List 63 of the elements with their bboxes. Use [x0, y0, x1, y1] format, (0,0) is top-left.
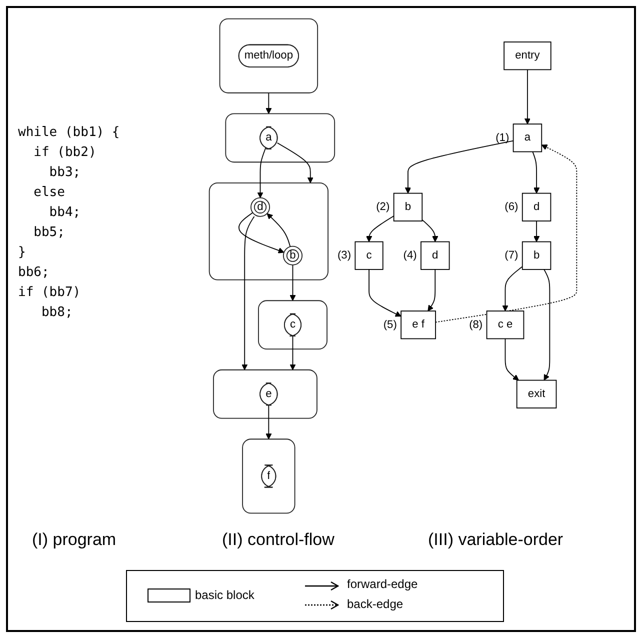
block-number: (2)	[376, 201, 390, 214]
block-number: (1)	[496, 132, 510, 144]
arrow	[266, 213, 291, 248]
legend-text: basic block	[195, 588, 254, 602]
node-box: entry	[504, 42, 552, 70]
code-line: bb8;	[40, 304, 73, 322]
node-circle: b	[282, 246, 302, 266]
legend-text: forward-edge	[347, 577, 418, 591]
arrow	[504, 338, 519, 381]
code-line: bb6;	[18, 264, 50, 282]
cluster	[213, 369, 318, 419]
arrow	[368, 269, 402, 317]
arrow	[238, 212, 284, 254]
block-number: (5)	[383, 318, 397, 331]
arrow	[435, 144, 578, 323]
arrow	[534, 220, 540, 242]
arrow	[532, 151, 540, 194]
arrow	[404, 140, 514, 194]
arrow	[266, 92, 272, 114]
code-line: }	[18, 244, 26, 262]
code-line: bb4;	[48, 204, 81, 222]
node-box: c e	[486, 310, 524, 340]
arrow	[422, 219, 438, 242]
block-number: (7)	[504, 250, 518, 262]
block-number: (6)	[504, 201, 518, 214]
code-line: if (bb2)	[32, 144, 96, 162]
arrow	[290, 264, 296, 301]
arrow	[428, 269, 436, 312]
code-line: while (bb1) {	[18, 124, 120, 142]
code-line: bb5;	[32, 224, 65, 242]
block-number: (8)	[469, 318, 483, 331]
cluster	[225, 113, 336, 163]
node-box: e f	[400, 310, 436, 340]
node-circle: d	[250, 197, 270, 217]
node-box: d	[522, 192, 552, 222]
arrow	[266, 404, 272, 440]
node-box: exit	[516, 380, 557, 408]
node-box: b	[522, 241, 552, 270]
arrow	[544, 269, 550, 381]
block-number: (3)	[337, 250, 352, 262]
cluster	[242, 438, 296, 514]
code-line: if (bb7)	[18, 284, 81, 302]
arrow	[502, 266, 523, 312]
arrow	[257, 147, 266, 198]
node-box: a	[512, 124, 542, 152]
arrow	[290, 336, 296, 370]
cluster	[258, 300, 328, 350]
node-box: c	[354, 241, 384, 270]
legend-text: back-edge	[347, 597, 404, 611]
block-number: (4)	[403, 250, 417, 262]
code-line: else	[32, 184, 65, 202]
node-box: b	[393, 192, 423, 222]
arrow	[366, 216, 394, 242]
panel-caption: (III) variable-order	[428, 530, 564, 550]
node-box: d	[420, 241, 450, 270]
arrow	[524, 69, 530, 124]
cluster	[208, 182, 328, 280]
code-line: bb3;	[48, 164, 81, 182]
panel-caption: (II) control-flow	[222, 530, 334, 550]
panel-caption: (I) program	[32, 530, 116, 550]
cluster	[219, 18, 318, 94]
arrow	[242, 216, 255, 370]
arrow	[276, 142, 314, 184]
